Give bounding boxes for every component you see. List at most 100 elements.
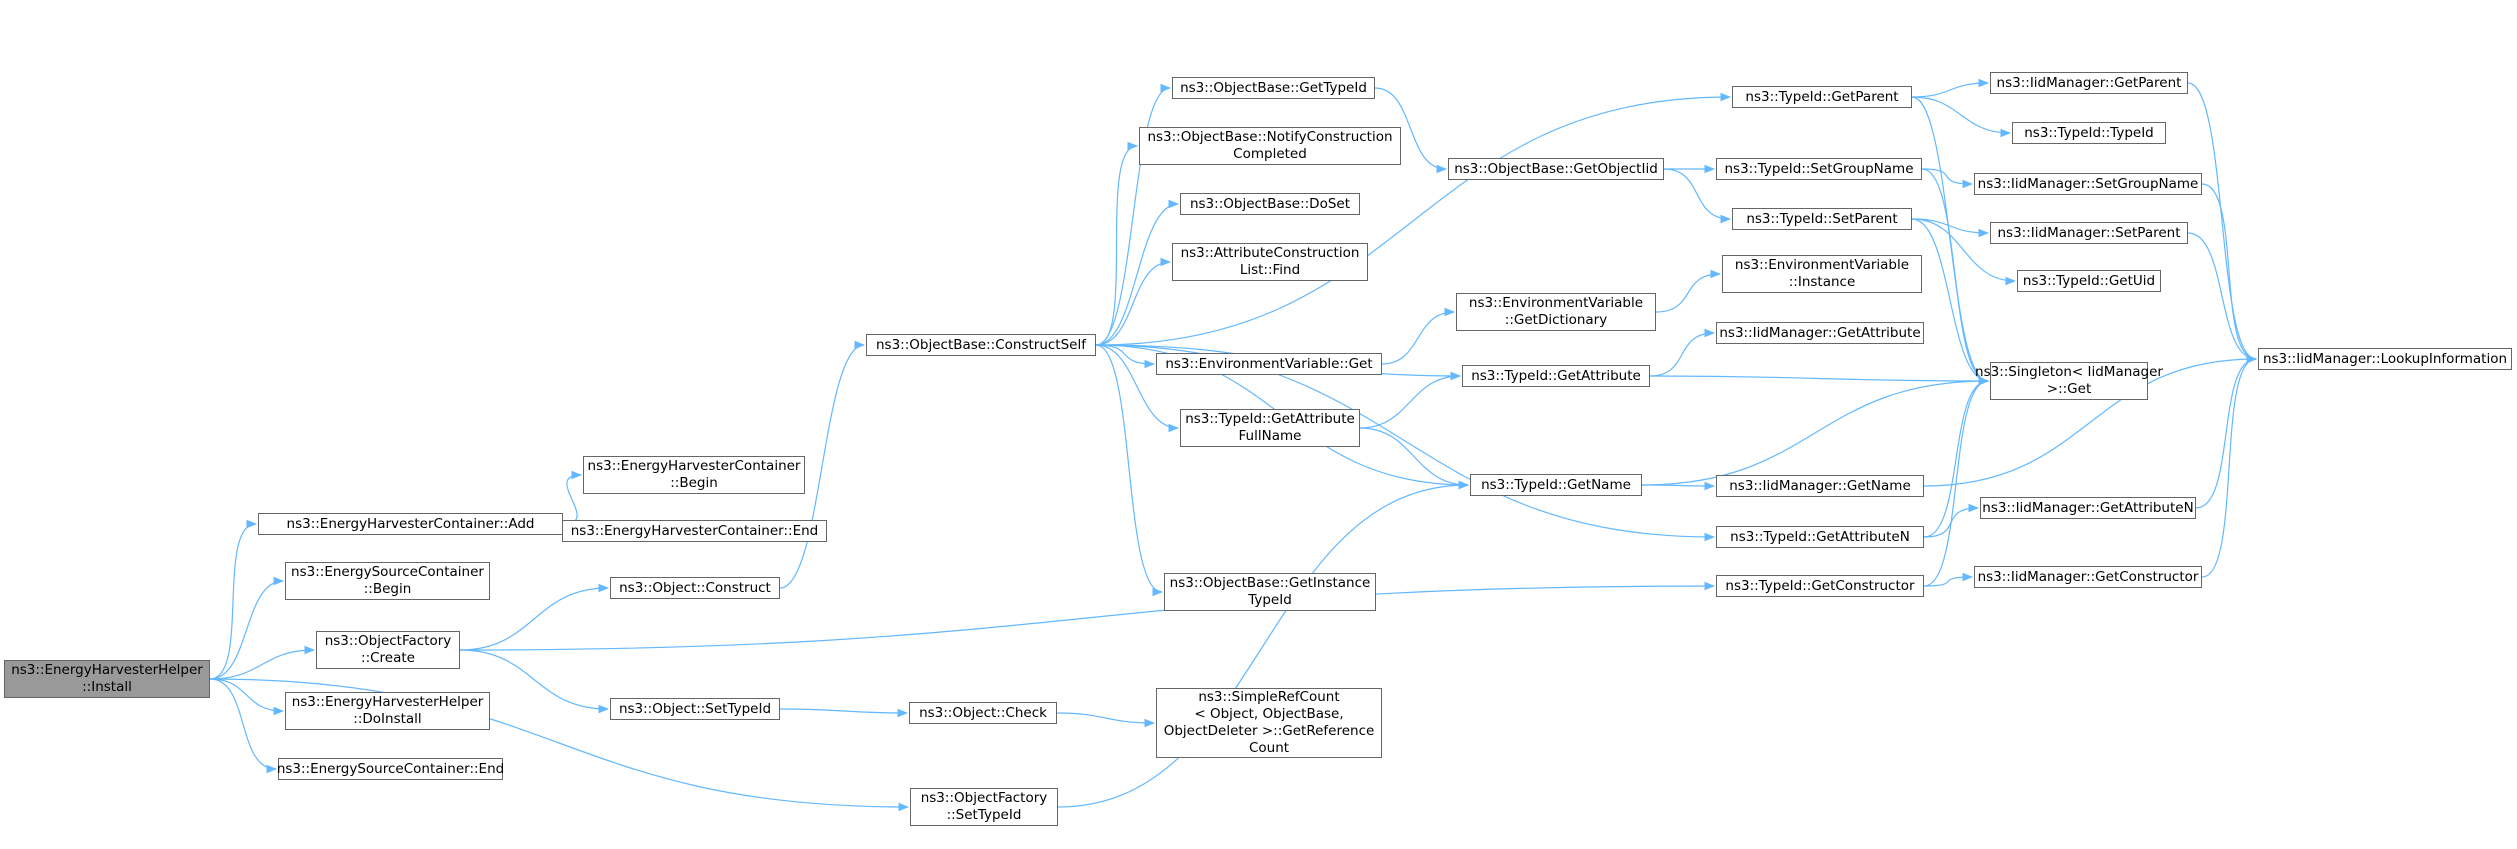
- graph-node-label: ns3::IidManager::GetName: [1729, 477, 1911, 494]
- graph-node-label: ns3::Singleton< IidManager: [1975, 364, 2163, 380]
- graph-node-esc-end[interactable]: ns3::EnergySourceContainer::End: [276, 758, 505, 780]
- graph-node-iid-setgroupname[interactable]: ns3::IidManager::SetGroupName: [1974, 173, 2202, 195]
- graph-node-ev-instance[interactable]: ns3::EnvironmentVariable::Instance: [1722, 255, 1922, 293]
- graph-node-label: ns3::ObjectBase::NotifyConstruction: [1147, 129, 1393, 145]
- graph-node-ehh-doinstall[interactable]: ns3::EnergyHarvesterHelper::DoInstall: [285, 692, 490, 730]
- graph-node-tid-setparent[interactable]: ns3::TypeId::SetParent: [1732, 208, 1912, 230]
- graph-node-tid-setgroupname[interactable]: ns3::TypeId::SetGroupName: [1716, 158, 1922, 180]
- graph-node-esc-begin[interactable]: ns3::EnergySourceContainer::Begin: [285, 562, 490, 600]
- graph-node-tid-getattribute[interactable]: ns3::TypeId::GetAttribute: [1462, 365, 1650, 387]
- graph-node-label: ns3::EnergyHarvesterContainer::End: [570, 522, 819, 539]
- graph-node-label: ::SetTypeId: [946, 807, 1022, 823]
- edge-tid-getconstructor-to-singleton-get: [1923, 376, 1990, 587]
- graph-node-tid-getconstructor[interactable]: ns3::TypeId::GetConstructor: [1716, 575, 1924, 597]
- graph-node-label: ns3::IidManager::GetAttributeN: [1982, 499, 2194, 516]
- edge-ob-constructself-to-ev-get: [1095, 344, 1156, 369]
- graph-node-label: ns3::TypeId::GetConstructor: [1725, 577, 1915, 594]
- graph-node-obj-check[interactable]: ns3::Object::Check: [909, 702, 1057, 724]
- graph-node-label: ns3::EnergyHarvesterContainer: [587, 458, 801, 474]
- graph-node-label: ns3::ObjectBase::GetTypeId: [1180, 79, 1367, 96]
- edge-tid-getattrfullname-to-tid-getname: [1359, 427, 1470, 490]
- edge-ob-constructself-to-ob-doset: [1095, 199, 1180, 346]
- graph-node-label: ns3::IidManager::SetGroupName: [1977, 175, 2199, 192]
- graph-node-label: ns3::TypeId::SetGroupName: [1724, 160, 1914, 177]
- graph-node-iid-getname[interactable]: ns3::IidManager::GetName: [1716, 475, 1924, 497]
- graph-node-label: ns3::Object::Construct: [619, 579, 771, 596]
- graph-node-iid-getparent[interactable]: ns3::IidManager::GetParent: [1990, 72, 2188, 94]
- graph-node-ev-getdictionary[interactable]: ns3::EnvironmentVariable::GetDictionary: [1456, 293, 1656, 331]
- edge-tid-setparent-to-iid-setparent: [1911, 218, 1990, 238]
- edge-root-to-ehh-doinstall: [209, 678, 285, 716]
- graph-node-iid-getattributen[interactable]: ns3::IidManager::GetAttributeN: [1980, 497, 2196, 519]
- graph-node-label: ::Begin: [670, 475, 718, 491]
- graph-node-label: ns3::EnergySourceContainer::End: [276, 760, 505, 777]
- edge-iid-getattributen-to-iid-lookup: [2195, 354, 2258, 509]
- graph-node-src-getrefcount[interactable]: ns3::SimpleRefCount< Object, ObjectBase,…: [1156, 688, 1382, 758]
- edge-tid-getattrfullname-to-tid-getattribute: [1359, 371, 1462, 429]
- graph-node-label: ns3::ObjectFactory: [920, 790, 1048, 806]
- graph-node-label: ns3::TypeId::GetAttribute: [1471, 367, 1641, 384]
- edge-tid-getname-to-singleton-get: [1641, 376, 1990, 486]
- edge-tid-getparent-to-tid-typeid: [1911, 96, 2012, 138]
- graph-node-label: ns3::EnergySourceContainer: [291, 564, 484, 580]
- graph-node-label: ns3::TypeId::GetUid: [2022, 272, 2156, 289]
- graph-node-label: ns3::IidManager::LookupInformation: [2262, 350, 2508, 367]
- edge-ev-get-to-ev-getdictionary: [1381, 307, 1456, 365]
- graph-node-label: ns3::ObjectBase::DoSet: [1189, 195, 1351, 212]
- edge-of-create-to-tid-getconstructor: [459, 581, 1716, 651]
- edge-iid-setparent-to-iid-lookup: [2187, 232, 2258, 364]
- graph-node-tid-typeid[interactable]: ns3::TypeId::TypeId: [2012, 122, 2166, 144]
- graph-node-ob-constructself[interactable]: ns3::ObjectBase::ConstructSelf: [866, 334, 1096, 356]
- graph-node-ev-get[interactable]: ns3::EnvironmentVariable::Get: [1156, 353, 1382, 375]
- edge-iid-getparent-to-iid-lookup: [2187, 82, 2258, 364]
- graph-node-label: ns3::IidManager::SetParent: [1997, 224, 2181, 241]
- graph-node-tid-getparent[interactable]: ns3::TypeId::GetParent: [1732, 86, 1912, 108]
- graph-node-tid-getname[interactable]: ns3::TypeId::GetName: [1470, 474, 1642, 496]
- graph-node-of-create[interactable]: ns3::ObjectFactory::Create: [316, 631, 460, 669]
- graph-node-label: ns3::IidManager::GetConstructor: [1977, 568, 2199, 585]
- graph-node-iid-getattribute[interactable]: ns3::IidManager::GetAttribute: [1716, 322, 1924, 344]
- graph-node-label: ns3::EnvironmentVariable: [1468, 295, 1644, 311]
- graph-node-label: ns3::TypeId::SetParent: [1746, 210, 1898, 227]
- graph-node-label: TypeId: [1248, 592, 1292, 608]
- graph-node-iid-setparent[interactable]: ns3::IidManager::SetParent: [1990, 222, 2188, 244]
- graph-node-label: ns3::SimpleRefCount: [1198, 689, 1340, 705]
- edge-ob-gettypeid-to-ob-getobjectiid: [1374, 87, 1448, 174]
- graph-node-label: Completed: [1233, 146, 1307, 162]
- graph-node-tid-getattributen[interactable]: ns3::TypeId::GetAttributeN: [1716, 526, 1924, 548]
- edge-obj-construct-to-ob-constructself: [779, 340, 866, 589]
- graph-node-label: ns3::TypeId::GetAttributeN: [1730, 528, 1910, 545]
- edge-ob-constructself-to-tid-getattrfullname: [1095, 344, 1180, 433]
- graph-node-singleton-get[interactable]: ns3::Singleton< IidManager>::Get: [1975, 362, 2163, 400]
- graph-node-label: FullName: [1238, 428, 1302, 444]
- graph-node-iid-lookup[interactable]: ns3::IidManager::LookupInformation: [2258, 348, 2512, 370]
- edge-root-to-esc-begin: [209, 576, 285, 680]
- graph-node-tid-getuid[interactable]: ns3::TypeId::GetUid: [2017, 270, 2161, 292]
- graph-node-ob-doset[interactable]: ns3::ObjectBase::DoSet: [1180, 193, 1360, 215]
- edge-ob-constructself-to-ob-getinstancetypeid: [1095, 344, 1164, 597]
- graph-node-label: ns3::ObjectFactory: [324, 633, 452, 649]
- graph-node-label: ns3::Object::Check: [919, 704, 1047, 721]
- graph-node-ehc-end[interactable]: ns3::EnergyHarvesterContainer::End: [562, 520, 827, 542]
- graph-node-label: ::Begin: [363, 581, 412, 597]
- graph-node-ehc-begin[interactable]: ns3::EnergyHarvesterContainer::Begin: [583, 456, 805, 494]
- graph-node-label: ns3::TypeId::TypeId: [2024, 124, 2154, 141]
- graph-node-of-settypeid[interactable]: ns3::ObjectFactory::SetTypeId: [910, 788, 1058, 826]
- edge-obj-settypeid-to-obj-check: [779, 708, 909, 718]
- graph-node-obj-construct[interactable]: ns3::Object::Construct: [610, 577, 780, 599]
- graph-node-label: ns3::ObjectBase::ConstructSelf: [876, 336, 1086, 353]
- graph-node-obj-settypeid[interactable]: ns3::Object::SetTypeId: [610, 698, 780, 720]
- graph-node-iid-getconstructor[interactable]: ns3::IidManager::GetConstructor: [1974, 566, 2202, 588]
- graph-node-ob-getobjectiid[interactable]: ns3::ObjectBase::GetObjectIid: [1448, 158, 1664, 180]
- edge-ob-constructself-to-acl-find: [1095, 257, 1172, 346]
- edge-tid-setgroupname-to-iid-setgroupname: [1921, 168, 1974, 189]
- graph-node-ehc-add[interactable]: ns3::EnergyHarvesterContainer::Add: [258, 513, 563, 535]
- graph-node-ob-gettypeid[interactable]: ns3::ObjectBase::GetTypeId: [1172, 77, 1375, 99]
- graph-node-label: ns3::EnvironmentVariable::Get: [1165, 355, 1373, 372]
- graph-node-label: ns3::ObjectBase::GetObjectIid: [1454, 160, 1658, 177]
